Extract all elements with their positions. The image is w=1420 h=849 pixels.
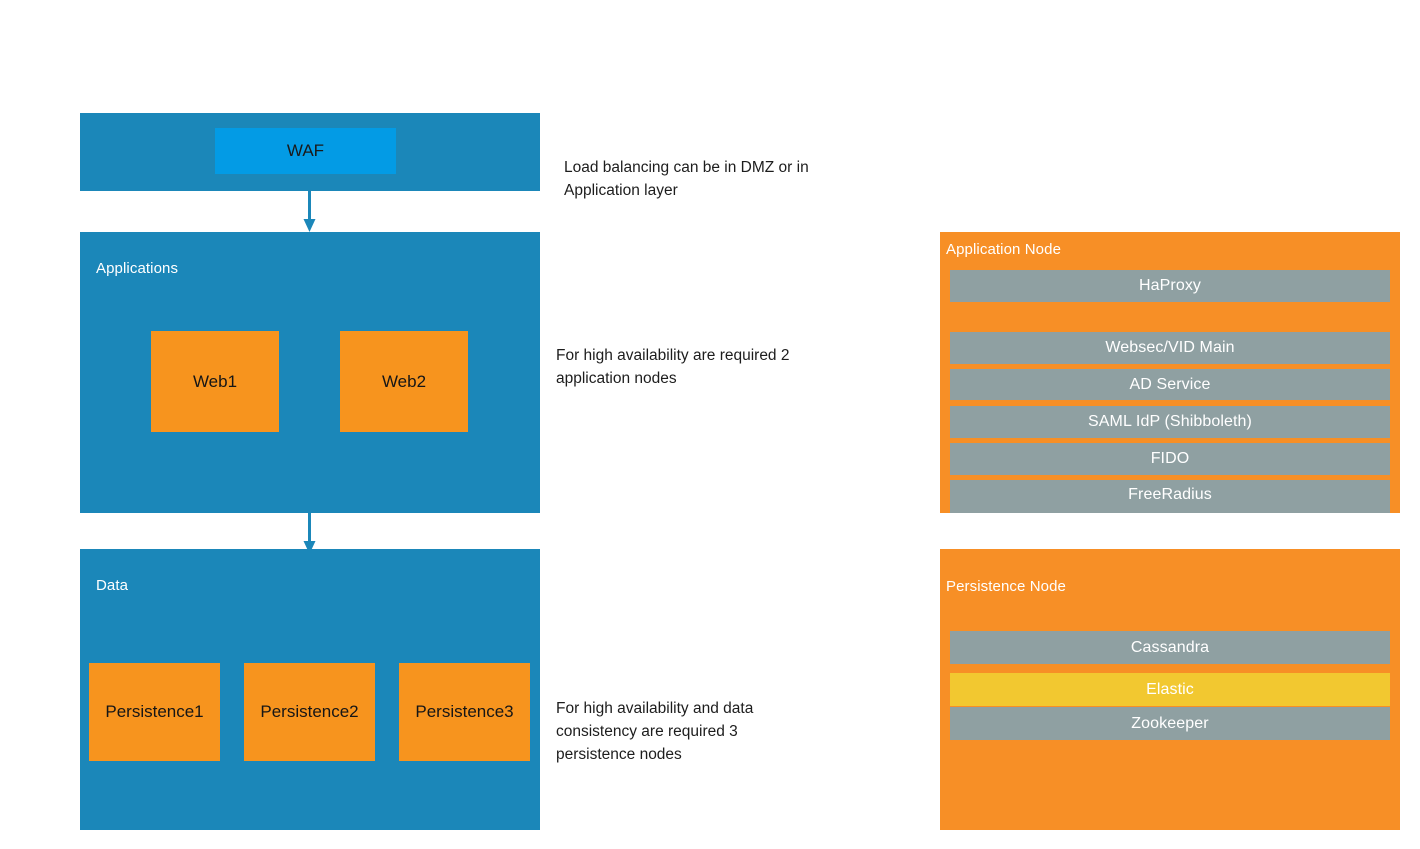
service-elastic[interactable]: Elastic — [950, 673, 1390, 706]
service-ad-service-label: AD Service — [1129, 375, 1211, 393]
zone-applications[interactable]: Applications — [80, 232, 540, 513]
service-haproxy[interactable]: HaProxy — [950, 270, 1390, 302]
note-load-balancing: Load balancing can be in DMZ or in Appli… — [564, 159, 809, 199]
service-elastic-label: Elastic — [1146, 680, 1194, 698]
box-persistence3-label: Persistence3 — [415, 702, 514, 721]
connector-dmz-to-applications — [303, 191, 316, 232]
service-zookeeper[interactable]: Zookeeper — [950, 707, 1390, 740]
service-ad-service[interactable]: AD Service — [950, 369, 1390, 400]
box-waf[interactable]: WAF — [215, 128, 396, 174]
box-web2[interactable]: Web2 — [340, 331, 468, 432]
box-web1[interactable]: Web1 — [151, 331, 279, 432]
box-persistence2[interactable]: Persistence2 — [244, 663, 375, 761]
service-websec-vid-main-label: Websec/VID Main — [1105, 339, 1235, 356]
service-saml-idp[interactable]: SAML IdP (Shibboleth) — [950, 406, 1390, 438]
zone-data-label: Data — [96, 577, 129, 594]
service-fido-label: FIDO — [1150, 450, 1190, 467]
service-websec-vid-main[interactable]: Websec/VID Main — [950, 332, 1390, 364]
box-persistence3[interactable]: Persistence3 — [399, 663, 530, 761]
note-persistence-nodes: For high availability and data consisten… — [556, 700, 754, 763]
service-freeradius-label: FreeRadius — [1128, 485, 1212, 503]
service-freeradius[interactable]: FreeRadius — [950, 480, 1390, 513]
service-cassandra[interactable]: Cassandra — [950, 631, 1390, 664]
service-zookeeper-label: Zookeeper — [1131, 714, 1209, 732]
box-waf-label: WAF — [286, 141, 325, 160]
service-fido[interactable]: FIDO — [950, 443, 1390, 475]
service-haproxy-label: HaProxy — [1138, 277, 1202, 294]
box-persistence2-label: Persistence2 — [260, 702, 359, 721]
node-persistence-node-label: Persistence Node — [946, 578, 1066, 595]
node-application-node-label: Application Node — [946, 241, 1062, 258]
service-cassandra-label: Cassandra — [1130, 638, 1210, 656]
box-persistence1[interactable]: Persistence1 — [89, 663, 220, 761]
box-persistence1-label: Persistence1 — [105, 702, 204, 721]
node-persistence-node[interactable]: Persistence Node Cassandra Elastic Zooke… — [940, 549, 1400, 830]
note-application-nodes: For high availability are required 2 app… — [556, 347, 790, 387]
zone-applications-label: Applications — [96, 260, 179, 277]
connector-applications-to-data — [303, 513, 316, 554]
node-application-node[interactable]: Application Node HaProxy Websec/VID Main… — [940, 232, 1400, 513]
box-web2-label: Web2 — [381, 371, 427, 391]
box-web1-label: Web1 — [192, 371, 238, 391]
service-saml-idp-label: SAML IdP (Shibboleth) — [1088, 413, 1252, 430]
